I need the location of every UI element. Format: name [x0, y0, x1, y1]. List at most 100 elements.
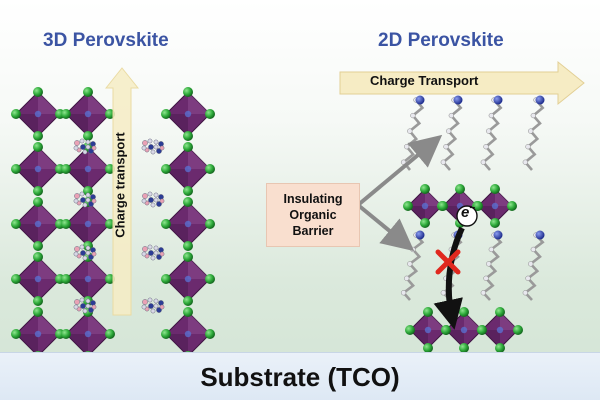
halide-atom	[420, 218, 430, 228]
octahedron	[61, 142, 115, 196]
alkylammonium-chain	[480, 230, 503, 301]
halide-atom	[61, 329, 71, 339]
halide-atom	[11, 329, 21, 339]
halide-atom	[490, 218, 500, 228]
halide-atom	[161, 164, 171, 174]
halide-atom	[161, 329, 171, 339]
vertical-charge-transport-label: Charge transport	[112, 132, 128, 238]
insulating-barrier-callout: Insulating Organic Barrier	[266, 183, 360, 247]
alkylammonium-chain	[522, 95, 545, 171]
organic-cation	[141, 244, 165, 261]
halide-atom	[161, 274, 171, 284]
halide-atom	[490, 184, 500, 194]
vertical-charge-transport-arrow	[104, 67, 140, 316]
octahedron	[161, 87, 215, 141]
alkylammonium-chain	[522, 230, 545, 301]
halide-atom	[420, 184, 430, 194]
blocked-cross-icon	[435, 249, 461, 275]
halide-atom	[11, 164, 21, 174]
2d-perovskite-lattice	[403, 184, 523, 353]
halide-atom	[205, 329, 215, 339]
halide-atom	[33, 252, 43, 262]
halide-atom	[11, 109, 21, 119]
halide-atom	[459, 307, 469, 317]
electron-symbol: e	[461, 204, 470, 221]
halide-atom	[61, 219, 71, 229]
halide-atom	[183, 241, 193, 251]
callout-line-3: Barrier	[292, 224, 334, 238]
octahedron	[473, 184, 517, 228]
octahedron	[11, 142, 65, 196]
octahedron	[161, 252, 215, 306]
3d-perovskite-lattice	[11, 87, 215, 361]
organic-cation	[141, 297, 165, 314]
organic-cation	[73, 138, 97, 155]
halide-atom	[495, 307, 505, 317]
octahedron	[61, 197, 115, 251]
halide-atom	[161, 219, 171, 229]
octahedron	[11, 87, 65, 141]
callout-pointer-upper	[356, 134, 443, 207]
octahedron	[161, 142, 215, 196]
halide-atom	[459, 343, 469, 353]
octahedron	[61, 307, 115, 361]
octahedron	[61, 252, 115, 306]
halide-atom	[183, 296, 193, 306]
3d-perovskite-title: 3D Perovskite	[43, 30, 169, 51]
halide-atom	[33, 307, 43, 317]
nitrogen-atom	[535, 230, 545, 240]
halide-atom	[183, 307, 193, 317]
callout-pointer-lower	[356, 203, 415, 252]
halide-atom	[183, 252, 193, 262]
organic-cation	[141, 138, 165, 155]
halide-atom	[438, 201, 448, 211]
organic-cation	[73, 191, 97, 208]
halide-atom	[33, 296, 43, 306]
halide-atom	[205, 219, 215, 229]
nitrogen-atom	[535, 95, 545, 105]
halide-atom	[83, 186, 93, 196]
halide-atom	[495, 343, 505, 353]
halide-atom	[205, 109, 215, 119]
halide-atom	[183, 131, 193, 141]
substrate-layer: Substrate (TCO)	[0, 352, 600, 400]
electron-charge: −	[469, 203, 476, 214]
octahedron	[161, 197, 215, 251]
octahedron	[403, 184, 447, 228]
blocked-electron-arrow	[433, 226, 465, 330]
nitrogen-atom	[415, 230, 425, 240]
nitrogen-atom	[415, 95, 425, 105]
organic-cation	[141, 191, 165, 208]
octahedron	[11, 252, 65, 306]
halide-atom	[61, 164, 71, 174]
nitrogen-atom	[453, 95, 463, 105]
horizontal-charge-transport-arrow	[339, 60, 585, 106]
nitrogen-atom	[493, 230, 503, 240]
halide-atom	[11, 219, 21, 229]
horizontal-charge-transport-label: Charge Transport	[370, 73, 479, 88]
halide-atom	[423, 307, 433, 317]
halide-atom	[477, 325, 487, 335]
halide-atom	[205, 274, 215, 284]
halide-atom	[83, 87, 93, 97]
halide-atom	[507, 201, 517, 211]
octahedron	[11, 197, 65, 251]
halide-atom	[33, 87, 43, 97]
octahedron	[61, 87, 115, 141]
halide-atom	[83, 131, 93, 141]
halide-atom	[183, 142, 193, 152]
alkylammonium-chain	[400, 230, 425, 301]
halide-atom	[61, 274, 71, 284]
nitrogen-atom	[493, 95, 503, 105]
callout-line-1: Insulating	[283, 192, 343, 206]
halide-atom	[441, 325, 451, 335]
halide-atom	[183, 87, 193, 97]
halide-atom	[473, 201, 483, 211]
halide-atom	[11, 274, 21, 284]
electron-icon	[456, 205, 478, 227]
octahedron	[477, 307, 523, 353]
alkylammonium-chain	[440, 95, 463, 171]
halide-atom	[33, 131, 43, 141]
